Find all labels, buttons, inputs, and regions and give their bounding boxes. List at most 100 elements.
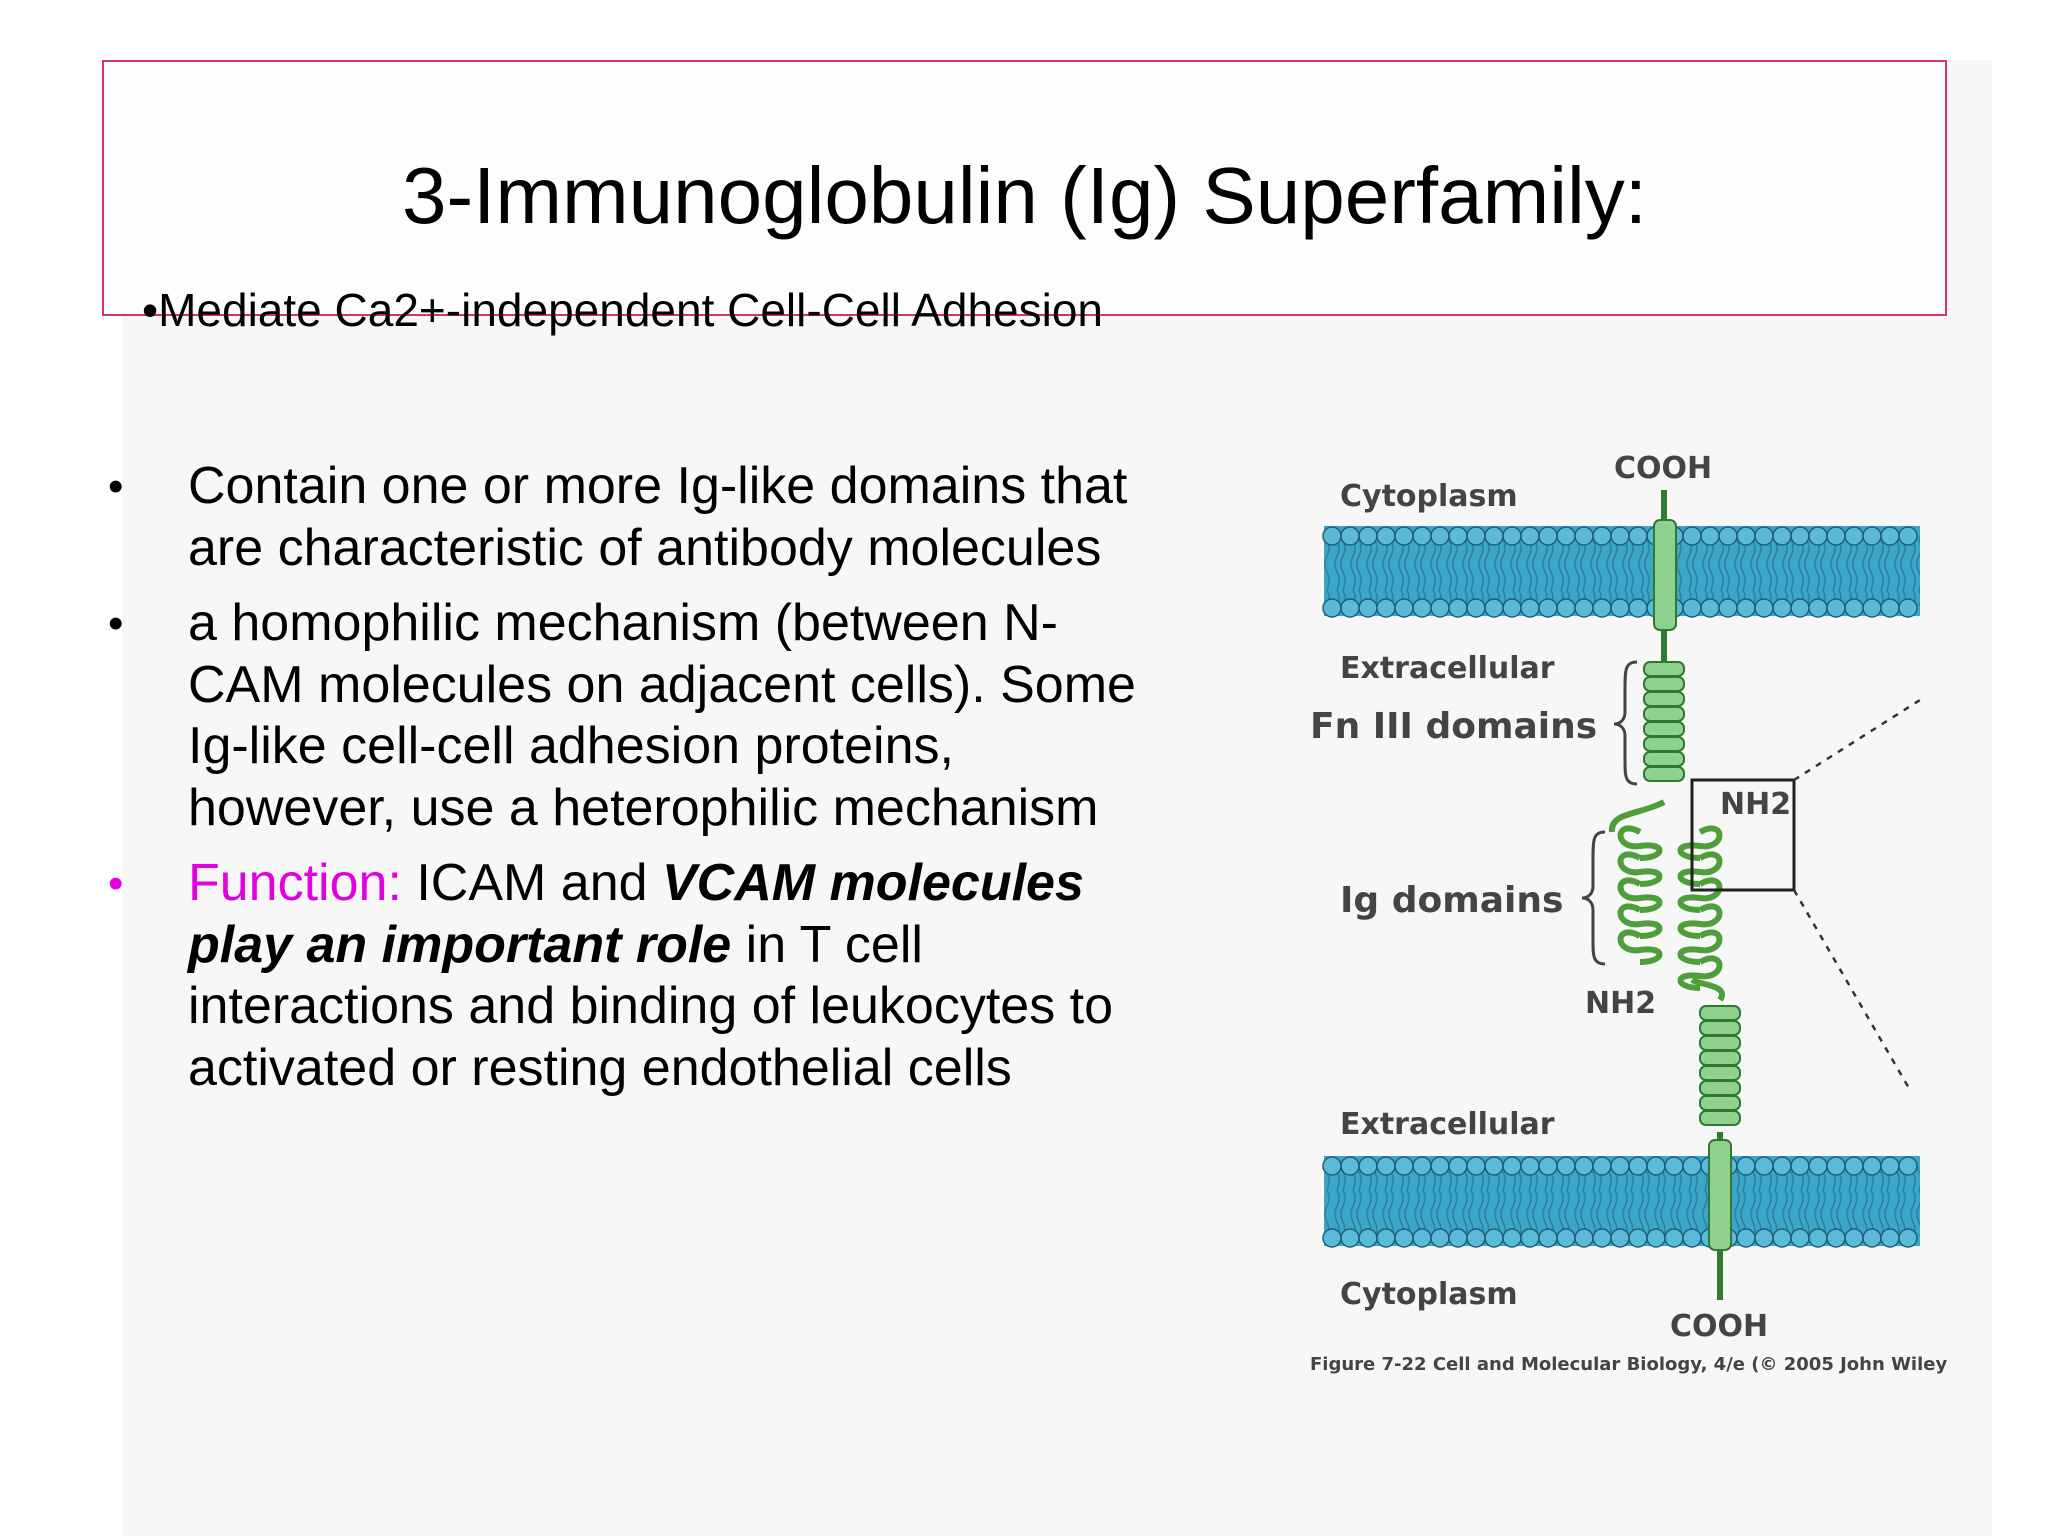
ig-superfamily-figure: COOH Cytoplasm Extracellular Fn III doma… — [1300, 440, 1947, 1400]
bullet-marker: • — [108, 462, 124, 511]
lipid-head — [1898, 526, 1918, 546]
lipid-head — [1502, 1156, 1522, 1176]
lipid-head — [1808, 598, 1828, 618]
zoom-line-upper — [1793, 698, 1921, 782]
lipid-heads-top-row — [1322, 1156, 1918, 1176]
lipid-head — [1664, 1156, 1684, 1176]
lipid-head — [1718, 526, 1738, 546]
lipid-head — [1430, 526, 1450, 546]
lipid-head — [1826, 1228, 1846, 1248]
lipid-head — [1646, 1156, 1666, 1176]
lipid-head — [1520, 598, 1540, 618]
lipid-head — [1502, 526, 1522, 546]
lipid-head — [1610, 526, 1630, 546]
lipid-head — [1610, 1156, 1630, 1176]
lipid-head — [1484, 598, 1504, 618]
lipid-head — [1412, 598, 1432, 618]
label-nh2-mid: NH2 — [1585, 986, 1656, 1021]
lipid-head — [1376, 598, 1396, 618]
bullet-marker: • — [108, 859, 124, 908]
lipid-head — [1682, 1156, 1702, 1176]
lipid-head — [1340, 598, 1360, 618]
lipid-head — [1340, 1156, 1360, 1176]
lipid-head — [1646, 1228, 1666, 1248]
ig-domain-loop — [1677, 903, 1723, 939]
lipid-head — [1862, 1228, 1882, 1248]
label-fn-iii-domains: Fn III domains — [1310, 706, 1597, 747]
fn-iii-domains-bottom — [1699, 1005, 1741, 1126]
fn-iii-domain — [1699, 1035, 1741, 1051]
lipid-head — [1520, 1156, 1540, 1176]
lipid-head — [1538, 1156, 1558, 1176]
lipid-head — [1862, 1156, 1882, 1176]
fn-iii-domain — [1643, 751, 1685, 767]
label-ig-domains: Ig domains — [1340, 880, 1563, 921]
slide-subtitle: •Mediate Ca2+-independent Cell-Cell Adhe… — [142, 284, 1103, 336]
lipid-head — [1862, 598, 1882, 618]
bullet-item: • Contain one or more Ig-like domains th… — [108, 456, 1148, 579]
bullet-text: Contain one or more Ig-like domains that… — [188, 457, 1128, 577]
lipid-head — [1610, 598, 1630, 618]
fn-iii-domain — [1699, 1005, 1741, 1021]
lipid-head — [1790, 1228, 1810, 1248]
zoom-line-lower — [1792, 889, 1912, 1091]
label-nh2-box: NH2 — [1720, 787, 1791, 822]
lipid-head — [1340, 526, 1360, 546]
lipid-head — [1592, 1156, 1612, 1176]
lipid-head — [1898, 1228, 1918, 1248]
lipid-head — [1592, 598, 1612, 618]
lipid-head — [1718, 598, 1738, 618]
ig-domain-loop — [1677, 825, 1723, 861]
bullet-item: • a homophilic mechanism (between N-CAM … — [108, 593, 1148, 839]
lipid-head — [1412, 1156, 1432, 1176]
lipid-head — [1592, 526, 1612, 546]
lipid-head — [1520, 1228, 1540, 1248]
label-extracellular-bottom: Extracellular — [1340, 1107, 1555, 1142]
label-extracellular-top: Extracellular — [1340, 651, 1555, 686]
lipid-head — [1682, 1228, 1702, 1248]
fn-iii-domain — [1699, 1065, 1741, 1081]
bullet-item-function: • Function: ICAM and VCAM molecules play… — [108, 853, 1148, 1099]
lipid-head — [1538, 598, 1558, 618]
title-placeholder-box — [102, 60, 1947, 316]
fn-iii-domain — [1643, 766, 1685, 782]
lipid-head — [1358, 598, 1378, 618]
lipid-head — [1394, 598, 1414, 618]
ig-brace — [1581, 830, 1606, 966]
lipid-head — [1628, 1228, 1648, 1248]
lipid-head — [1556, 526, 1576, 546]
lipid-head — [1682, 526, 1702, 546]
fn-iii-domain — [1699, 1095, 1741, 1111]
lipid-head — [1880, 1228, 1900, 1248]
lipid-head — [1376, 526, 1396, 546]
lipid-head — [1430, 1228, 1450, 1248]
lipid-head — [1736, 1156, 1756, 1176]
bottom-membrane — [1322, 1156, 1920, 1248]
lipid-heads-bottom-row — [1322, 598, 1918, 618]
lipid-head — [1466, 526, 1486, 546]
lipid-head — [1466, 598, 1486, 618]
ig-domain-loop — [1677, 877, 1723, 913]
lipid-head — [1880, 526, 1900, 546]
lipid-head — [1808, 1156, 1828, 1176]
fn-iii-domain — [1643, 721, 1685, 737]
fn-iii-domain — [1643, 736, 1685, 752]
lipid-head — [1844, 1156, 1864, 1176]
lipid-head — [1844, 1228, 1864, 1248]
zoom-box — [1690, 778, 1796, 892]
lipid-head — [1394, 1228, 1414, 1248]
function-text: ICAM and — [401, 854, 662, 912]
ig-domain-loop — [1677, 955, 1723, 991]
lipid-head — [1700, 598, 1720, 618]
ig-domain-loop — [1617, 851, 1663, 887]
bullet-text: a homophilic mechanism (between N-CAM mo… — [188, 594, 1136, 837]
lipid-head — [1772, 1156, 1792, 1176]
lipid-head — [1358, 526, 1378, 546]
lipid-head — [1574, 1156, 1594, 1176]
lipid-head — [1502, 598, 1522, 618]
fn-iii-domain — [1699, 1020, 1741, 1036]
lipid-head — [1808, 1228, 1828, 1248]
function-emphasis: VCAM molecules play an important role — [188, 854, 1084, 974]
ig-domain-loop — [1677, 851, 1723, 887]
lipid-head — [1754, 1228, 1774, 1248]
